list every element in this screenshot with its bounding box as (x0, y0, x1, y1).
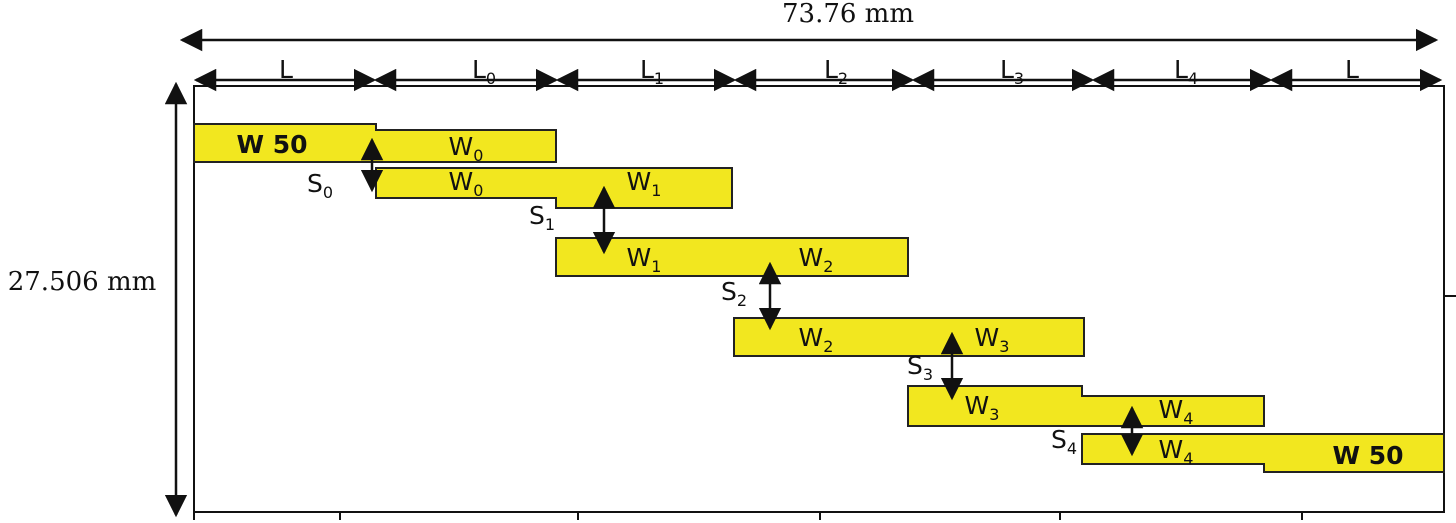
strip-resonator-3 (733, 317, 1085, 357)
width-label-W4-a: W4 (1159, 395, 1194, 428)
total-height-label: 27.506 mm (8, 267, 157, 297)
gap-label-S1: S1 (529, 201, 555, 234)
width-label-W1-b: W1 (627, 243, 662, 276)
gap-arrows (360, 137, 1144, 457)
gap-label-S2: S2 (721, 277, 747, 310)
width-label-W3-b: W3 (965, 391, 1000, 424)
width-label-W3-a: W3 (975, 323, 1010, 356)
width-label-W0-b: W0 (449, 167, 484, 200)
segment-label-L-right: L (1345, 55, 1359, 84)
segment-label-L4: L4 (1174, 55, 1198, 88)
total-width-label: 73.76 mm (782, 0, 914, 29)
width-label-W4-b: W4 (1159, 435, 1194, 468)
gap-label-S4: S4 (1051, 425, 1077, 458)
port-label-right: W 50 (1332, 441, 1403, 470)
segment-label-L2: L2 (824, 55, 848, 88)
port-label-left: W 50 (236, 130, 307, 159)
segment-label-L1: L1 (640, 55, 664, 88)
width-label-W0-a: W0 (449, 132, 484, 165)
strip-output-port (1081, 433, 1445, 473)
width-label-W1-a: W1 (627, 167, 662, 200)
strip-resonator-4 (907, 385, 1265, 427)
strip-resonator-1 (375, 167, 733, 209)
segment-label-L3: L3 (1000, 55, 1024, 88)
segment-label-L-left: L (279, 55, 293, 84)
width-label-W2-a: W2 (799, 243, 834, 276)
width-label-W2-b: W2 (799, 323, 834, 356)
gap-label-S3: S3 (907, 351, 933, 384)
segment-label-L0: L0 (472, 55, 496, 88)
microstrip-lines (193, 123, 1445, 473)
gap-label-S0: S0 (307, 169, 333, 202)
strip-resonator-2 (555, 237, 909, 277)
